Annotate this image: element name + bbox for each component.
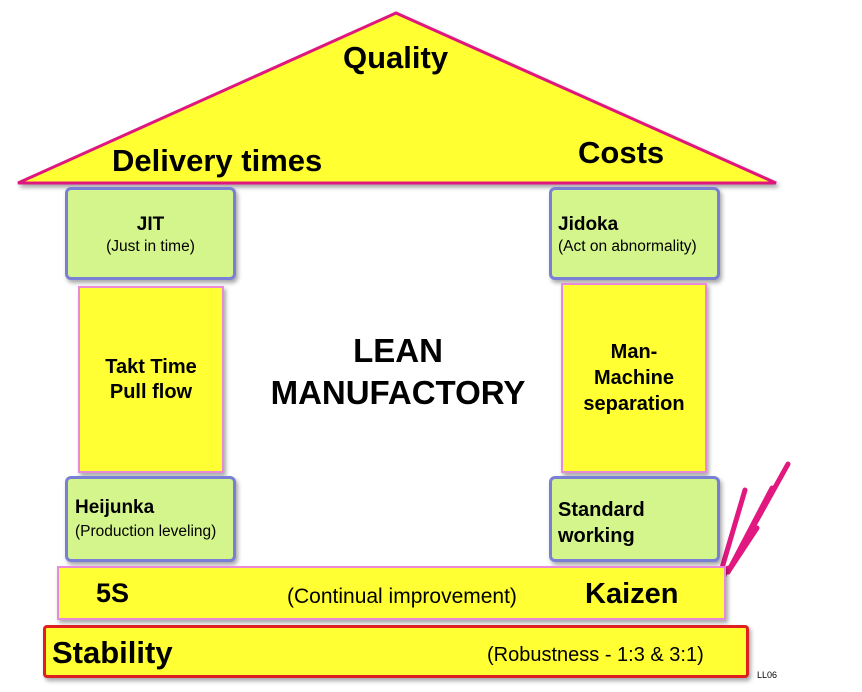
- roof-quality: Quality: [343, 40, 449, 75]
- jit-title: JIT: [136, 214, 165, 235]
- jidoka-title: Jidoka: [558, 214, 619, 235]
- standard-working-line1: Standard: [558, 499, 645, 521]
- arrow-icon: [719, 461, 791, 575]
- lean-manufactory-title: LEAN MANUFACTORY: [240, 330, 556, 414]
- kaizen-band: 5S (Continual improvement) Kaizen: [57, 566, 726, 620]
- standard-working-box: Standard working: [549, 476, 720, 562]
- stability-band: Stability (Robustness - 1:3 & 3:1): [43, 625, 749, 678]
- lean-line1: LEAN: [353, 332, 443, 369]
- roof-costs: Costs: [578, 135, 665, 170]
- man-machine-pillar: Man- Machine separation: [561, 283, 707, 473]
- takt-time-pillar: Takt Time Pull flow: [78, 286, 224, 473]
- jidoka-box: Jidoka (Act on abnormality): [549, 187, 720, 280]
- stability-label: Stability: [52, 635, 173, 670]
- heijunka-title: Heijunka: [75, 497, 155, 518]
- kaizen-label: Kaizen: [585, 578, 679, 610]
- kaizen-continual-improvement: (Continual improvement): [287, 585, 517, 608]
- takt-time-line2: Pull flow: [109, 380, 193, 403]
- heijunka-box: Heijunka (Production leveling): [65, 476, 236, 562]
- standard-working-line2: working: [558, 525, 635, 547]
- man-machine-line2: Machine: [593, 367, 675, 389]
- man-machine-line1: Man-: [610, 341, 658, 363]
- kaizen-5s: 5S: [96, 578, 130, 608]
- jit-subtitle: (Just in time): [106, 238, 195, 255]
- jit-box: JIT (Just in time): [65, 187, 236, 280]
- roof-triangle: [17, 11, 777, 185]
- stability-robustness: (Robustness - 1:3 & 3:1): [487, 644, 704, 666]
- jidoka-subtitle: (Act on abnormality): [558, 238, 697, 255]
- roof-delivery-times: Delivery times: [112, 143, 323, 178]
- heijunka-subtitle: (Production leveling): [75, 523, 217, 540]
- lean-line2: MANUFACTORY: [270, 374, 526, 411]
- takt-time-line1: Takt Time: [105, 355, 197, 378]
- man-machine-line3: separation: [583, 393, 685, 415]
- slide-code: LL06: [757, 670, 778, 680]
